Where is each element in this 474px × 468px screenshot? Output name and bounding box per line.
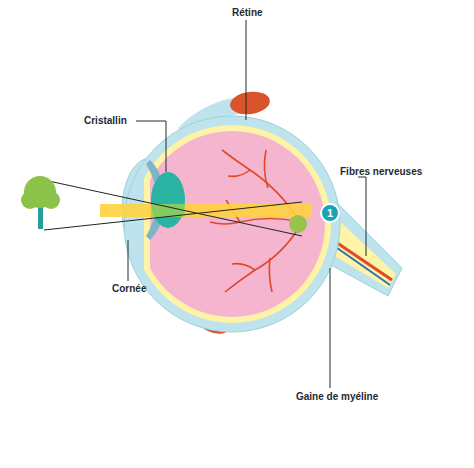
callout-circle: 1 (320, 203, 340, 223)
lens (151, 172, 185, 228)
sclera (124, 116, 340, 332)
part-label: Fibres nerveuses (340, 166, 422, 178)
part-label: Cornée (112, 283, 146, 295)
part-label: Gaine de myéline (296, 391, 378, 403)
callout-number: 1 (327, 208, 333, 219)
tree-crown (42, 191, 60, 209)
retina (144, 125, 331, 323)
part-label: Rétine (232, 7, 263, 19)
tree-trunk (38, 205, 43, 229)
tree-crown (21, 191, 39, 209)
part-label: Cristallin (84, 115, 127, 127)
leader-lines (128, 20, 366, 388)
vitreous-body (150, 131, 325, 317)
blood-vessels (210, 150, 300, 292)
light-ray (44, 180, 302, 236)
macula (289, 215, 307, 233)
eye-muscle (229, 89, 272, 116)
light-ray (44, 202, 302, 230)
